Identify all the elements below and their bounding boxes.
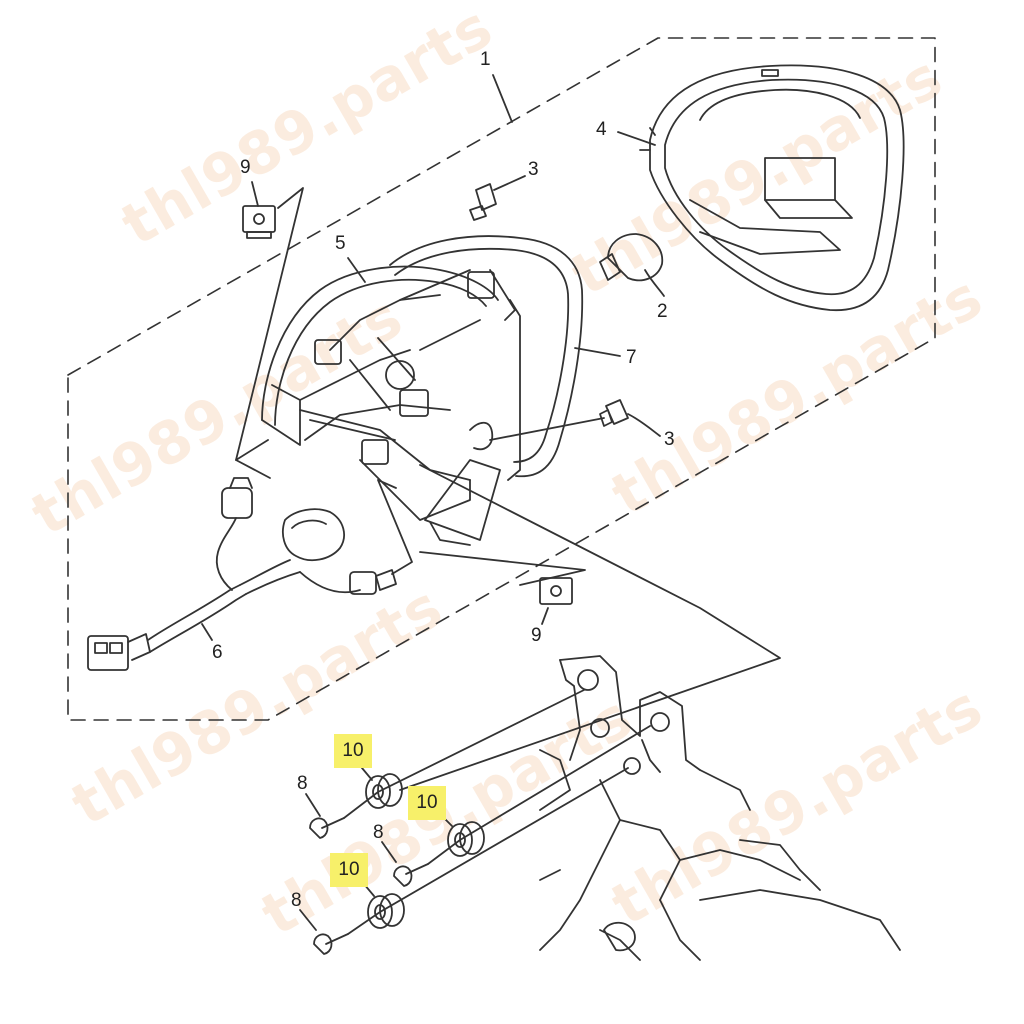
leader-5: [347, 257, 366, 283]
leader-9-upper-arrow: [235, 187, 304, 461]
leader-bulb-to-frame: [489, 417, 605, 441]
leader-10a: [361, 767, 373, 781]
leader-6: [201, 623, 213, 641]
screw-1: [309, 817, 345, 839]
fastening-line-2: [427, 725, 651, 865]
callout-6: 6: [212, 642, 223, 663]
callout-10b-highlighted: 10: [408, 786, 446, 820]
screw-3: [313, 933, 349, 955]
grommet-1: [365, 773, 403, 809]
leader-3-lower: [627, 413, 661, 437]
leader-4: [617, 131, 656, 146]
callout-4: 4: [596, 119, 607, 140]
clip-nut-upper: [242, 205, 276, 239]
fastening-line-1: [343, 689, 585, 819]
callout-7: 7: [626, 347, 637, 368]
bulb: [599, 233, 664, 282]
leader-8c: [299, 909, 317, 931]
assembly-boundary: [67, 37, 936, 721]
wedge-bulb-upper: [469, 183, 497, 221]
leader-9-lower: [541, 607, 549, 625]
callout-3b: 3: [664, 429, 675, 450]
callout-1: 1: [480, 49, 491, 70]
lens-housing: [639, 64, 905, 312]
leader-7: [574, 347, 621, 357]
leader-2: [644, 269, 665, 297]
leader-harness-arrow: [235, 459, 271, 479]
leader-harness-right: [377, 479, 413, 575]
callout-8c: 8: [291, 890, 302, 911]
callout-9a: 9: [240, 157, 251, 178]
callout-10c-highlighted: 10: [330, 853, 368, 887]
grommet-2: [447, 821, 485, 857]
leader-8a: [305, 793, 321, 817]
wiring-harness: [87, 477, 397, 671]
leader-3-upper: [493, 175, 526, 191]
callout-5: 5: [335, 233, 346, 254]
fastening-line-3: [347, 767, 629, 935]
callout-3a: 3: [528, 159, 539, 180]
callout-8a: 8: [297, 773, 308, 794]
wedge-bulb-lower: [599, 399, 629, 427]
rear-frame-bracket: [539, 655, 901, 961]
grommet-3: [367, 893, 405, 929]
clip-nut-lower: [539, 577, 573, 605]
reflector-frame: [261, 265, 499, 465]
leader-9-lower-arrow: [419, 551, 586, 586]
leader-8b: [381, 841, 397, 863]
leader-9-upper: [251, 181, 259, 207]
callout-9b: 9: [531, 625, 542, 646]
callout-8b: 8: [373, 822, 384, 843]
leader-1: [492, 74, 513, 123]
callout-2: 2: [657, 301, 668, 322]
screw-2: [393, 863, 429, 887]
leader-assembly-to-bracket: [399, 464, 781, 791]
callout-10a-highlighted: 10: [334, 734, 372, 768]
